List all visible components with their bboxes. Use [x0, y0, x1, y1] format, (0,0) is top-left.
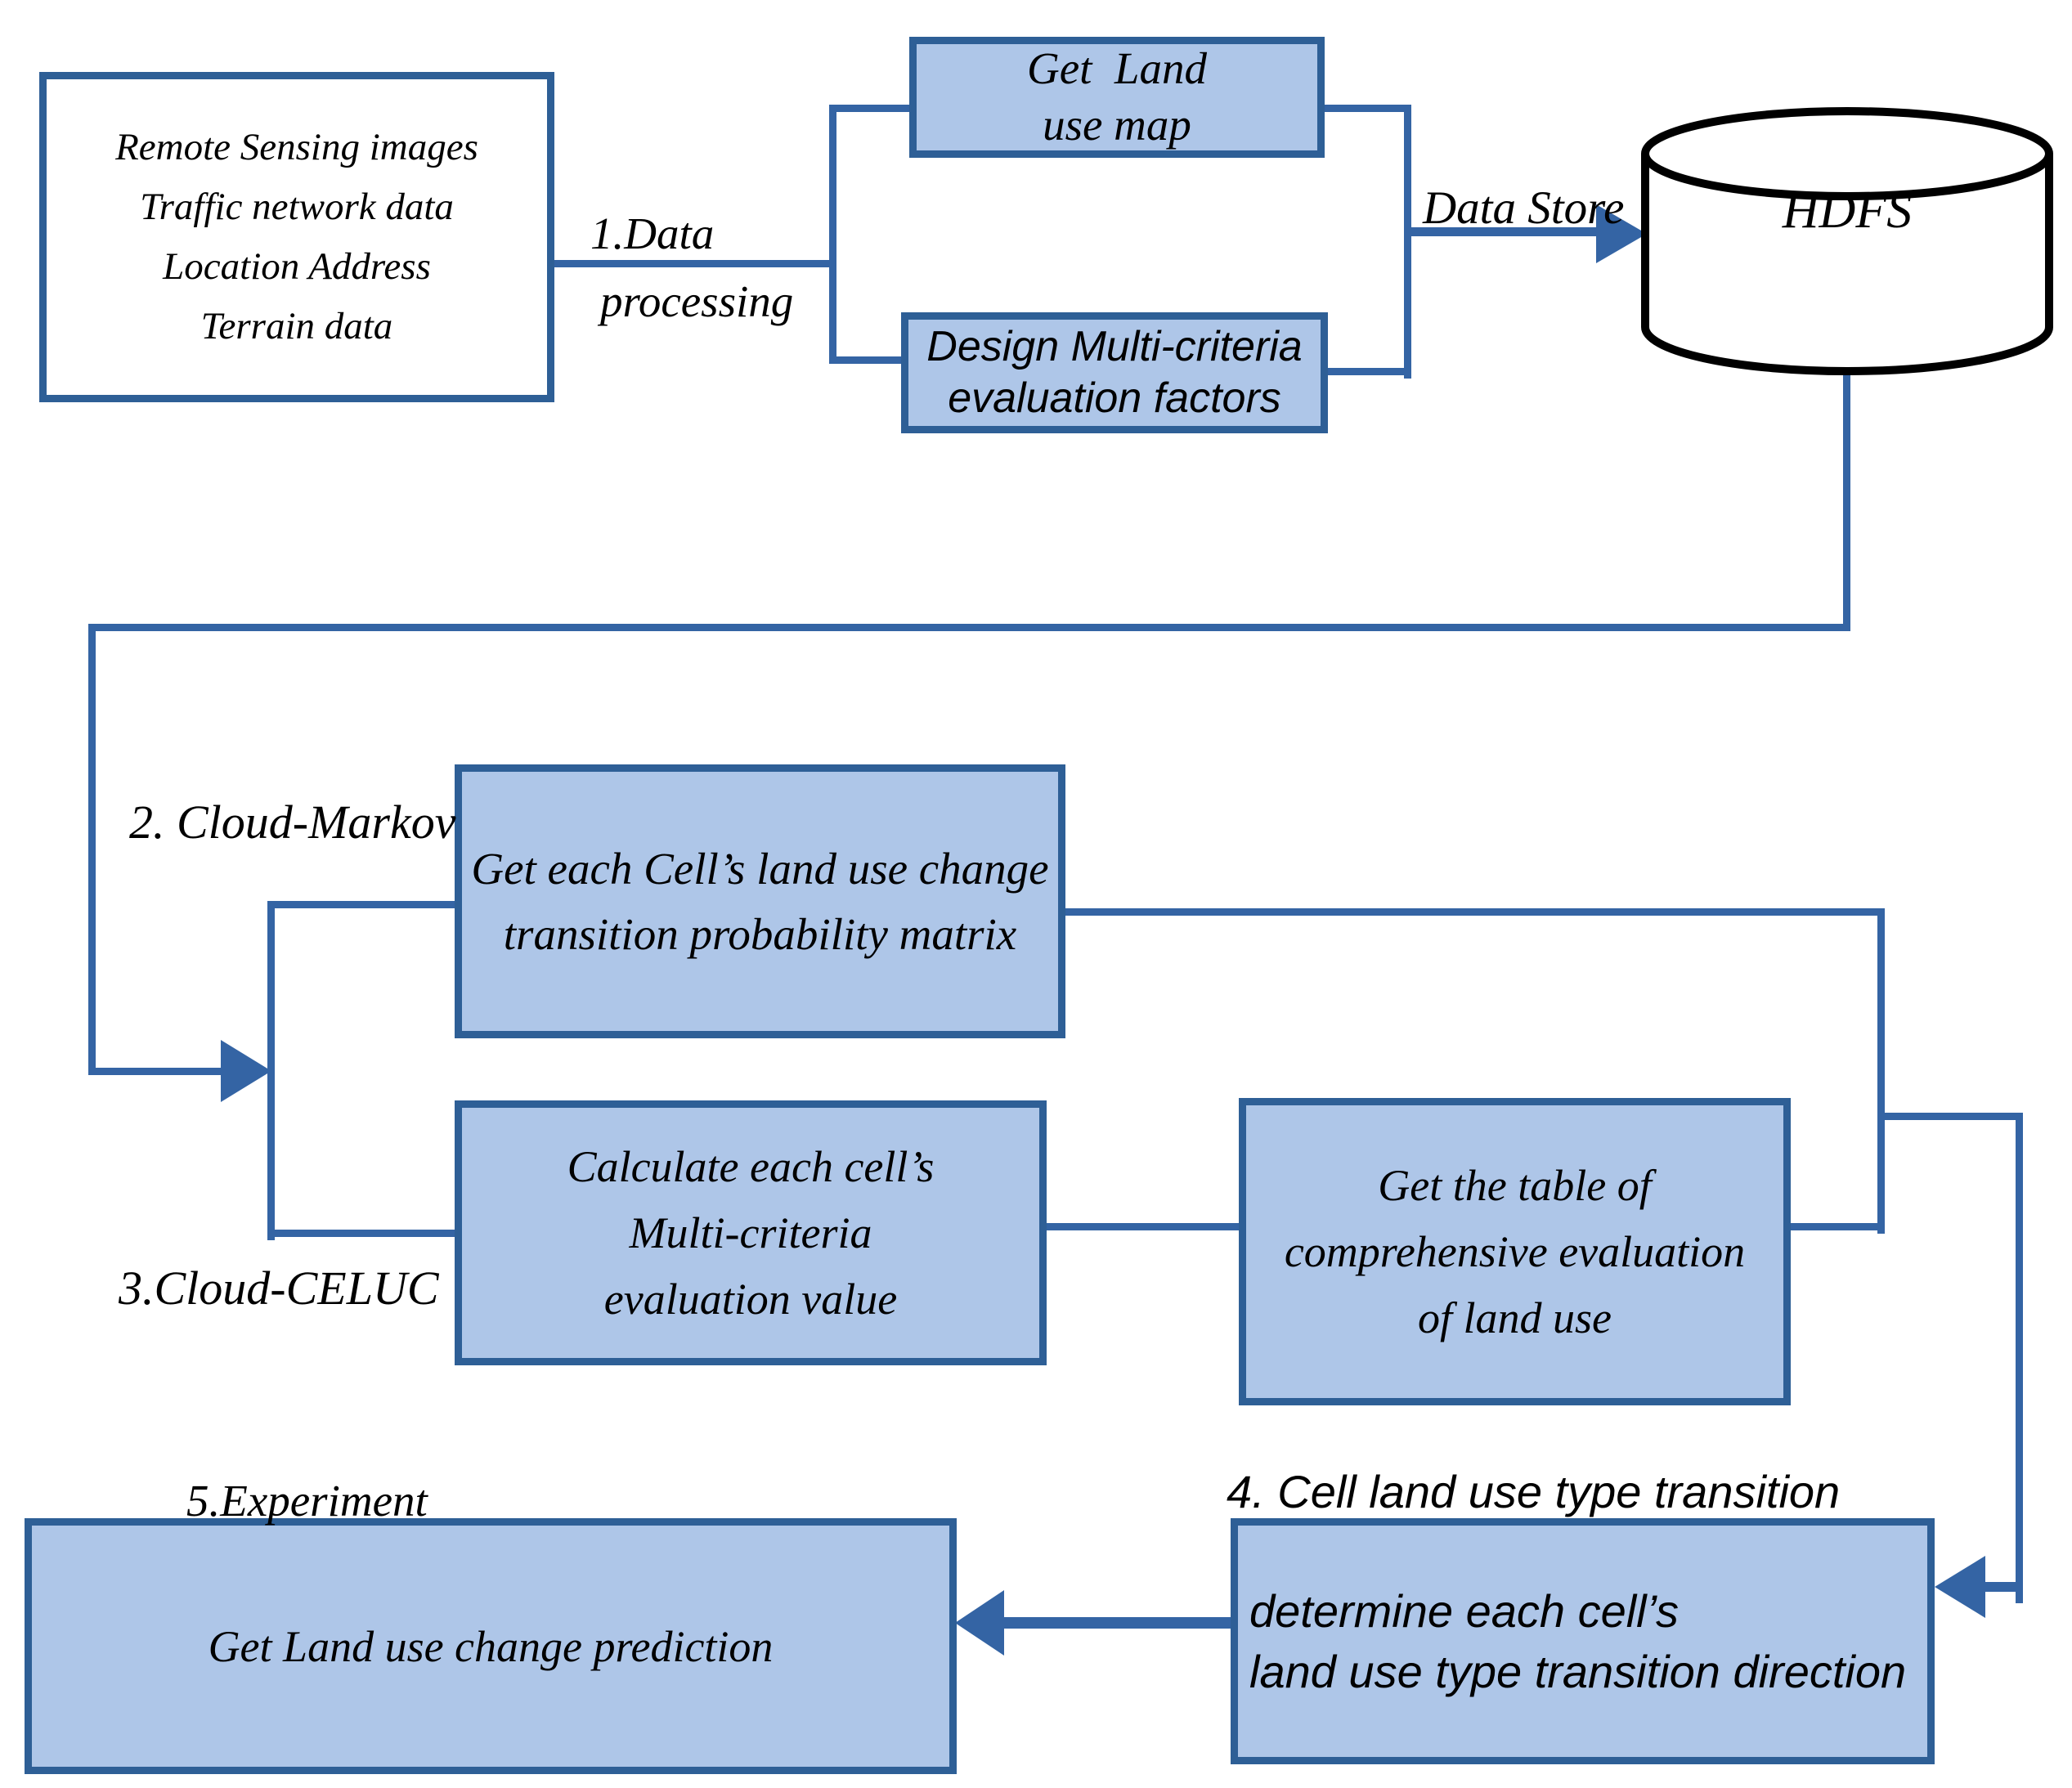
transition-arrowhead-icon — [1935, 1556, 1985, 1618]
evaluation-table-box: Get the table of comprehensive evaluatio… — [1239, 1098, 1791, 1405]
connector-line — [88, 624, 1850, 631]
prediction-arrowhead-icon — [955, 1590, 1004, 1656]
input-data-line: Remote Sensing images — [115, 126, 478, 169]
design-factors-line: evaluation factors — [948, 374, 1281, 422]
step5-label: 5.Experiment — [186, 1476, 428, 1526]
markov-box: Get each Cell’s land use change transiti… — [455, 764, 1065, 1038]
connector-line — [267, 901, 459, 908]
connector-line — [829, 105, 836, 364]
calculate-line: Multi-criteria — [629, 1208, 872, 1257]
database-cylinder-icon: HDFS — [1641, 107, 2053, 375]
connector-line — [1877, 1113, 2023, 1120]
markov-line: Get each Cell’s land use change — [471, 843, 1049, 894]
connector-line — [267, 901, 275, 1240]
land-use-map-line: use map — [1043, 100, 1191, 150]
calculate-box: Calculate each cell’s Multi-criteria eva… — [455, 1100, 1047, 1365]
step4-label: 4. Cell land use type transition — [1227, 1466, 1841, 1517]
transition-arrow-shaft — [1985, 1582, 2023, 1592]
input-data-line: Location Address — [163, 245, 431, 288]
calculate-line: Calculate each cell’s — [567, 1141, 935, 1191]
data-store-arrow-shaft — [1406, 227, 1603, 236]
step1-line: 1.Data — [590, 208, 715, 258]
land-use-map-box: Get Land use map — [909, 37, 1325, 158]
prediction-arrow-shaft — [999, 1617, 1238, 1629]
input-data-line: Terrain data — [200, 304, 393, 347]
land-use-map-line: Get Land — [1027, 43, 1207, 94]
connector-line — [267, 1230, 459, 1237]
connector-line — [1321, 105, 1411, 112]
prediction-box: Get Land use change prediction — [25, 1518, 957, 1774]
determine-line: land use type transition direction — [1249, 1645, 1907, 1697]
step1-label: 1.Data processing — [590, 200, 793, 335]
step3-label: 3.Cloud-CELUC — [119, 1261, 439, 1315]
markov-line: transition probability matrix — [503, 908, 1017, 959]
hdfs-label: HDFS — [1782, 183, 1912, 239]
input-data-box: Remote Sensing images Traffic network da… — [39, 72, 554, 402]
connector-line — [88, 624, 96, 1075]
step2-label: 2. Cloud-Markov — [129, 795, 456, 849]
stage-arrowhead-icon — [221, 1040, 271, 1102]
connector-line — [829, 356, 908, 364]
data-store-label: Data Store — [1423, 182, 1625, 234]
connector-line — [1325, 368, 1406, 375]
prediction-line: Get Land use change prediction — [208, 1621, 774, 1671]
connector-line — [2016, 1113, 2023, 1603]
data-store-arrowhead-icon — [1596, 204, 1647, 263]
evaluation-table-line: of land use — [1418, 1293, 1612, 1342]
determine-line: determine each cell’s — [1249, 1584, 1680, 1637]
determine-box: determine each cell’s land use type tran… — [1231, 1518, 1935, 1764]
connector-line — [1877, 908, 1885, 1234]
connector-line — [1404, 105, 1411, 379]
connector-line — [1787, 1223, 1885, 1230]
calculate-line: evaluation value — [603, 1274, 898, 1324]
connector-line — [829, 105, 916, 112]
connector-line — [1043, 1223, 1244, 1230]
connector-line — [1061, 908, 1885, 916]
connector-line — [88, 1068, 223, 1075]
input-data-line: Traffic network data — [140, 186, 454, 229]
connector-line — [1843, 368, 1850, 631]
step1-line: processing — [600, 276, 794, 326]
connector-line — [551, 260, 836, 267]
evaluation-table-line: comprehensive evaluation — [1284, 1226, 1746, 1276]
evaluation-table-line: Get the table of — [1378, 1160, 1652, 1210]
design-factors-line: Design Multi-criteria — [926, 322, 1303, 370]
design-factors-box: Design Multi-criteria evaluation factors — [901, 312, 1328, 433]
